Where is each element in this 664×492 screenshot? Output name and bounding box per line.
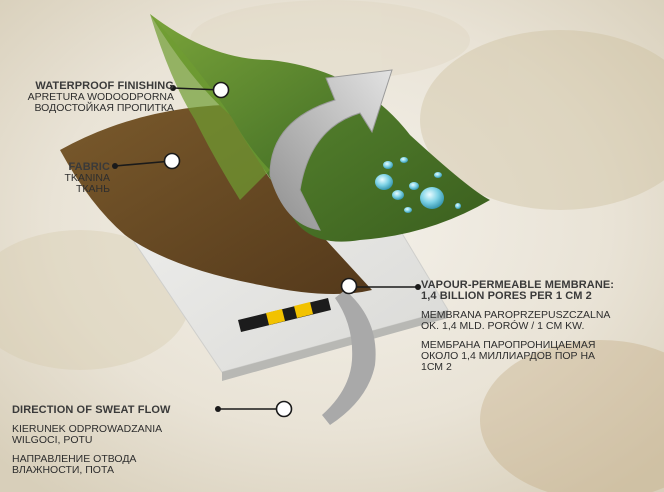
- fabric-label: FABRIC TKANINA ТКАНЬ: [40, 162, 110, 195]
- fabric-ru: ТКАНЬ: [40, 184, 110, 195]
- membrane-ru-2: ОКОЛО 1,4 МИЛЛИАРДОВ ПОР НА: [421, 351, 664, 362]
- membrane-pl-2: OK. 1,4 MLD. PORÓW / 1 CM KW.: [421, 321, 664, 332]
- waterproof-finishing-label: WATERPROOF FINISHING APRETURA WODOODPORN…: [6, 81, 174, 114]
- flow-pl-2: WILGOCI, POTU: [12, 435, 212, 446]
- membrane-label: VAPOUR-PERMEABLE MEMBRANE: 1,4 BILLION P…: [421, 280, 664, 373]
- waterproof-ru: ВОДОСТОЙКАЯ ПРОПИТКА: [6, 103, 174, 114]
- flow-title: DIRECTION OF SWEAT FLOW: [12, 405, 212, 416]
- flow-ru-2: ВЛАЖНОСТИ, ПОТА: [12, 465, 212, 476]
- membrane-ru-3: 1СМ 2: [421, 362, 664, 373]
- sweat-flow-label: DIRECTION OF SWEAT FLOW KIERUNEK ODPROWA…: [12, 405, 212, 476]
- membrane-title-2: 1,4 BILLION PORES PER 1 CM 2: [421, 291, 664, 302]
